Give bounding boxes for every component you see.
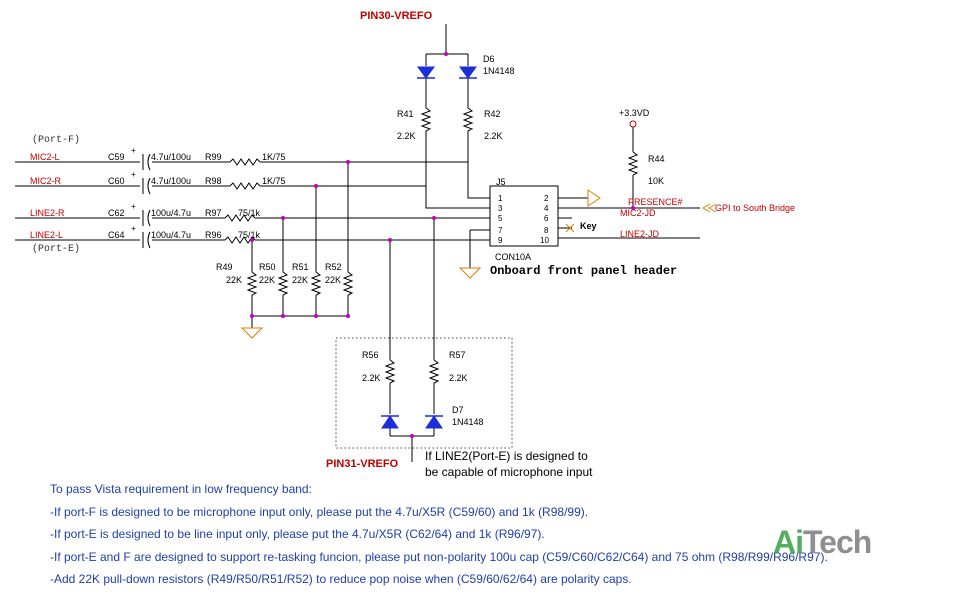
- note-heading: To pass Vista requirement in low frequen…: [50, 482, 312, 496]
- r41-value: 2.2K: [397, 131, 416, 141]
- r51-label: R51: [292, 262, 309, 272]
- svg-text:+: +: [131, 146, 136, 155]
- net-line2-jd: LINE2-JD: [620, 229, 660, 239]
- net-line2-l: LINE2-L: [30, 230, 63, 240]
- net-pin30-vrefo: PIN30-VREFO: [360, 10, 433, 22]
- r50-value: 22K: [259, 275, 275, 285]
- aitech-logo: AiTech: [773, 524, 872, 561]
- net-line2-r: LINE2-R: [30, 208, 65, 218]
- r96-value: 75/1k: [238, 230, 261, 240]
- j5-pin: 6: [544, 214, 549, 223]
- j5-left-pins: 1 3 5 7 9: [498, 194, 503, 245]
- j5-label: J5: [496, 177, 506, 187]
- net-mic2-jd: MIC2-JD: [620, 208, 656, 218]
- r51-value: 22K: [292, 275, 308, 285]
- r41-label: R41: [397, 109, 414, 119]
- svg-text:+: +: [131, 170, 136, 179]
- r97-label: R97: [205, 208, 222, 218]
- r49-value: 22K: [226, 275, 242, 285]
- d7-part: 1N4148: [452, 417, 484, 427]
- j5-pin: 2: [544, 194, 549, 203]
- logo-part-ai: Ai: [773, 524, 804, 560]
- annotation-line2: be capable of microphone input: [425, 465, 593, 479]
- d7-label: D7: [452, 405, 464, 415]
- j5-pin: 8: [544, 226, 549, 235]
- r57-value: 2.2K: [449, 373, 468, 383]
- r42-value: 2.2K: [484, 131, 503, 141]
- j5-pin: 10: [540, 236, 549, 245]
- r56-label: R56: [362, 350, 379, 360]
- j5-part: CON10A: [495, 252, 531, 262]
- design-notes: To pass Vista requirement in low frequen…: [50, 481, 930, 594]
- j5-pin: 9: [498, 236, 503, 245]
- mic-option-box: [335, 337, 513, 449]
- j5-pin: 7: [498, 226, 503, 235]
- note-item: -Add 22K pull-down resistors (R49/R50/R5…: [50, 572, 632, 586]
- r42-label: R42: [484, 109, 501, 119]
- net-presence: PRESENCE#: [628, 197, 683, 207]
- j5-pin: 4: [544, 204, 549, 213]
- r97-value: 75/1k: [238, 208, 261, 218]
- svg-text:+: +: [131, 224, 136, 233]
- c64-value: 100u/4.7u: [151, 230, 191, 240]
- r52-value: 22K: [325, 275, 341, 285]
- net-3v3: +3.3VD: [619, 108, 650, 118]
- r52-label: R52: [325, 262, 342, 272]
- j5-pin: 5: [498, 214, 503, 223]
- port-e-label: (Port-E): [32, 243, 80, 255]
- j5-pin: 3: [498, 204, 503, 213]
- net-gpi: GPI to South Bridge: [715, 203, 795, 213]
- net-mic2-r: MIC2-R: [30, 176, 61, 186]
- diode-d7: [381, 415, 443, 429]
- c59-label: C59: [108, 152, 125, 162]
- c62-label: C62: [108, 208, 125, 218]
- r44-label: R44: [648, 154, 665, 164]
- logo-part-tech: Tech: [803, 524, 872, 560]
- c64-label: C64: [108, 230, 125, 240]
- c60-value: 4.7u/100u: [151, 176, 191, 186]
- c60-label: C60: [108, 176, 125, 186]
- j5-right-pins: 2 4 6 8 10: [540, 194, 549, 245]
- r49-label: R49: [216, 262, 233, 272]
- d6-label: D6: [483, 54, 495, 64]
- net-mic2-l: MIC2-L: [30, 152, 60, 162]
- annotation-line1: If LINE2(Port-E) is designed to: [425, 449, 588, 463]
- connector-caption: Onboard front panel header: [490, 264, 677, 278]
- d6-part: 1N4148: [483, 66, 515, 76]
- r98-label: R98: [205, 176, 222, 186]
- note-item: -If port-E and F are designed to support…: [50, 549, 828, 564]
- r99-value: 1K/75: [262, 152, 286, 162]
- r57-label: R57: [449, 350, 466, 360]
- port-f-label: (Port-F): [32, 134, 80, 146]
- note-item: -If port-F is designed to be microphone …: [50, 504, 589, 519]
- r96-label: R96: [205, 230, 222, 240]
- j5-pin: 1: [498, 194, 503, 203]
- c59-value: 4.7u/100u: [151, 152, 191, 162]
- r44-value: 10K: [648, 176, 664, 186]
- r50-label: R50: [259, 262, 276, 272]
- note-item: -If port-E is designed to be line input …: [50, 527, 545, 541]
- svg-text:+: +: [131, 202, 136, 211]
- r99-label: R99: [205, 152, 222, 162]
- net-pin31-vrefo: PIN31-VREFO: [326, 458, 399, 470]
- key-label: Key: [580, 221, 597, 231]
- r98-value: 1K/75: [262, 176, 286, 186]
- diode-d6: [417, 66, 477, 79]
- c62-value: 100u/4.7u: [151, 208, 191, 218]
- r56-value: 2.2K: [362, 373, 381, 383]
